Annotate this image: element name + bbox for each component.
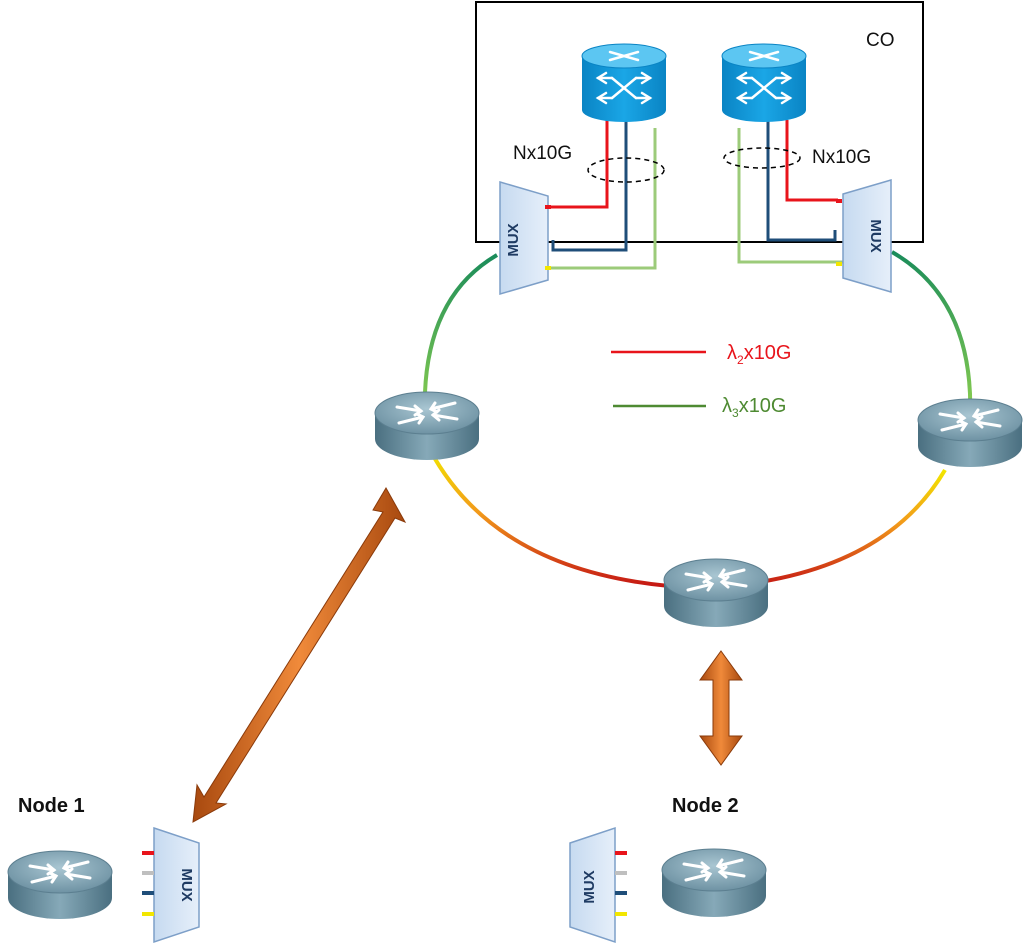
bundle-ring-left bbox=[587, 157, 665, 183]
bundle-ring-right bbox=[723, 147, 801, 169]
node1-label: Node 1 bbox=[18, 795, 85, 817]
double-arrow-left bbox=[192, 486, 407, 823]
node2-label: Node 2 bbox=[672, 795, 739, 817]
node1-mux: MUX bbox=[142, 826, 200, 944]
legend-item-lambda3: λ3x10G bbox=[722, 395, 787, 420]
optical-switch-right bbox=[720, 42, 808, 124]
co-mux-left: MUX bbox=[499, 181, 551, 295]
co-mux-right-label: MUX bbox=[867, 219, 884, 252]
ring-router-bottom bbox=[662, 557, 770, 629]
bundle-label-right: Nx10G bbox=[812, 147, 871, 168]
node1-router bbox=[6, 849, 114, 921]
node1-mux-label: MUX bbox=[178, 868, 195, 901]
double-arrow-right bbox=[699, 650, 743, 766]
legend-item-lambda2: λ2x10G bbox=[727, 342, 792, 367]
bundle-label-left: Nx10G bbox=[513, 143, 572, 164]
ring-router-right bbox=[916, 397, 1024, 469]
node2-mux: MUX bbox=[569, 826, 627, 944]
node2-router bbox=[660, 847, 768, 919]
co-label: CO bbox=[866, 30, 895, 51]
co-mux-right: MUX bbox=[836, 179, 892, 293]
ring-bottom-arc bbox=[428, 449, 701, 590]
node2-mux-label: MUX bbox=[581, 870, 598, 903]
co-mux-left-label: MUX bbox=[505, 223, 522, 256]
optical-switch-left bbox=[580, 42, 668, 124]
co-wiring-left bbox=[545, 120, 657, 270]
ring-top-arc-right bbox=[890, 250, 973, 421]
ring-router-left bbox=[373, 390, 481, 462]
co-wiring-right bbox=[737, 120, 846, 264]
